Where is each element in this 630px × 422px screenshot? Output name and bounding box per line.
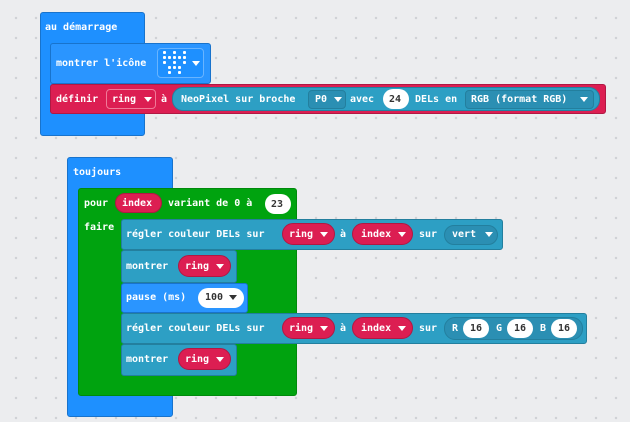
index-variable[interactable] [352,223,413,245]
strip-variable[interactable] [178,348,231,370]
to-label: à [340,323,347,334]
strip-variable-name: ring [112,94,137,105]
set-pixel-label: régler couleur DELs sur [126,229,265,240]
strip-variable[interactable] [178,255,231,277]
index-variable-name: index [361,229,392,240]
strip-variable-dropdown[interactable] [106,89,156,109]
chevron-down-icon [398,326,406,331]
loop-variable[interactable] [115,193,162,213]
led-count-input[interactable] [383,89,409,109]
mode-dropdown[interactable] [465,90,594,109]
led-count-value: 24 [389,94,402,105]
chevron-down-icon [485,232,493,237]
index-variable-name: index [361,323,392,334]
strip-variable-name: ring [185,354,210,365]
show-label: montrer [126,354,169,365]
green-input[interactable] [507,319,533,338]
show-label: montrer [126,261,169,272]
strip-variable-name: ring [289,229,314,240]
with-label: avec [350,94,375,105]
pause-value-dropdown[interactable] [198,288,244,308]
blue-label: B [540,323,547,334]
loop-variable-name: index [122,198,153,209]
set-pixel-label: régler couleur DELs sur [126,323,265,334]
red-value: 16 [470,323,483,334]
to-label: à [161,94,168,105]
chevron-down-icon [398,232,406,237]
set-strip-label: définir [56,94,99,105]
blue-input[interactable] [551,319,577,338]
to-label: à [340,229,347,240]
chevron-down-icon [580,97,588,102]
pin-value: P0 [315,94,328,105]
pin-dropdown[interactable] [308,90,346,109]
green-label: G [496,323,503,334]
chevron-down-icon [216,357,224,362]
chevron-down-icon [320,232,328,237]
blue-value: 16 [558,323,571,334]
on-label: sur [419,323,438,334]
heart-shape-icon [163,51,186,74]
color-dropdown[interactable] [444,225,498,245]
red-label: R [452,323,459,334]
do-label: faire [84,222,115,233]
on-start-label: au démarrage [45,22,118,33]
chevron-down-icon [229,295,237,300]
color-value: vert [452,229,477,240]
strip-variable-name: ring [185,261,210,272]
for-label: pour [84,198,109,209]
show-icon-label: montrer l'icône [56,58,147,69]
strip-variable[interactable] [282,223,335,245]
red-input[interactable] [463,319,489,338]
leds-in-label: DELs en [415,94,458,105]
chevron-down-icon [334,97,342,102]
green-value: 16 [514,323,527,334]
forever-label: toujours [73,167,122,178]
chevron-down-icon [144,97,152,102]
strip-variable-name: ring [289,323,314,334]
range-label: variant de 0 à [168,198,253,209]
loop-max-value: 23 [271,199,284,210]
strip-variable[interactable] [282,317,335,339]
chevron-down-icon [192,61,200,66]
neopixel-pin-label: NeoPixel sur broche [181,94,296,105]
index-variable[interactable] [352,317,413,339]
pause-label: pause (ms) [126,292,187,303]
chevron-down-icon [216,264,224,269]
chevron-down-icon [320,326,328,331]
loop-max-input[interactable] [265,194,291,214]
mode-value: RGB (format RGB) [471,94,568,105]
on-label: sur [419,229,438,240]
pause-value: 100 [205,292,224,303]
